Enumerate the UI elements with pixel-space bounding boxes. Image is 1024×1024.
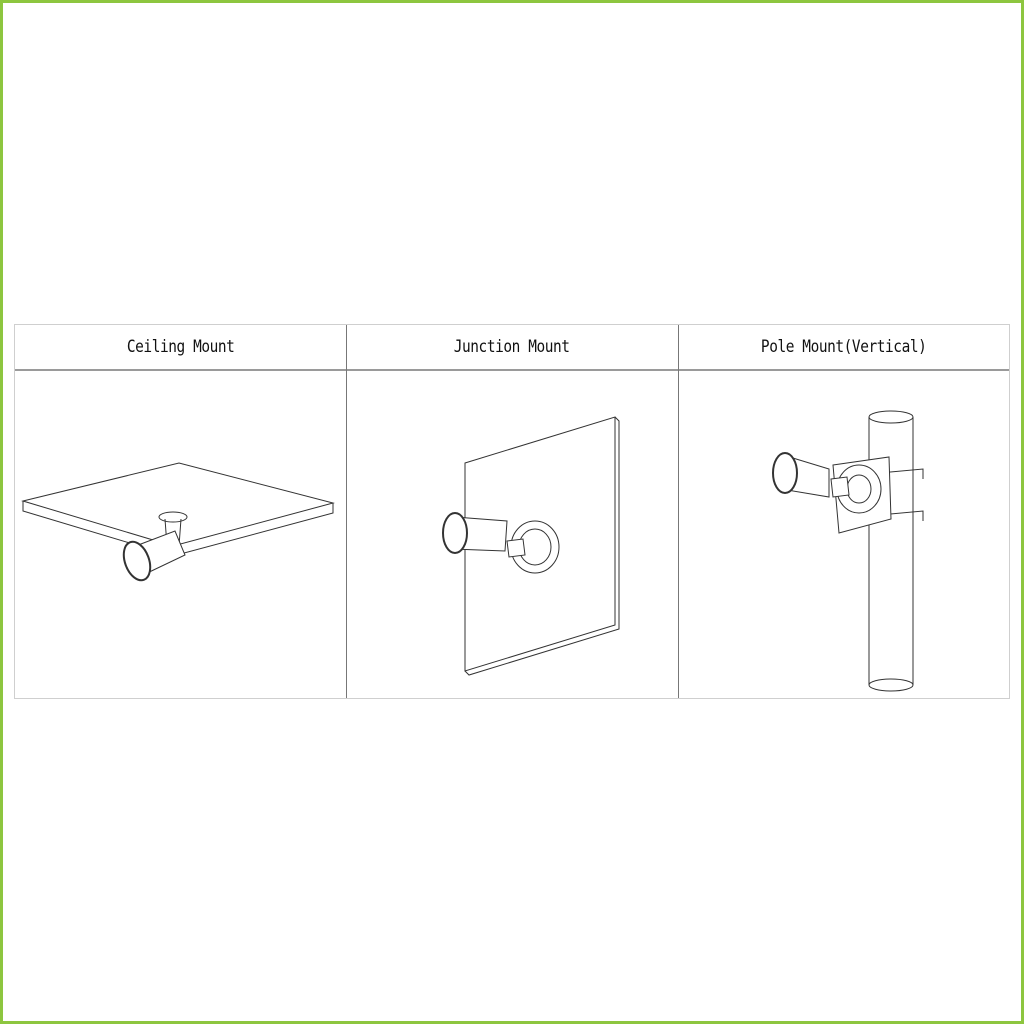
header-ceiling-mount: Ceiling Mount [126,337,235,357]
mount-table: Ceiling Mount Junction Mount Pole Mount(… [14,324,1010,699]
header-junction-mount: Junction Mount [454,337,570,357]
column-divider [678,325,679,698]
pole-mount-illustration [772,410,924,692]
table-header: Ceiling Mount Junction Mount Pole Mount(… [15,325,1009,371]
ceiling-mount-illustration [21,462,335,582]
header-pole-mount: Pole Mount(Vertical) [760,337,927,357]
junction-mount-illustration [442,416,620,676]
column-divider [346,325,347,698]
